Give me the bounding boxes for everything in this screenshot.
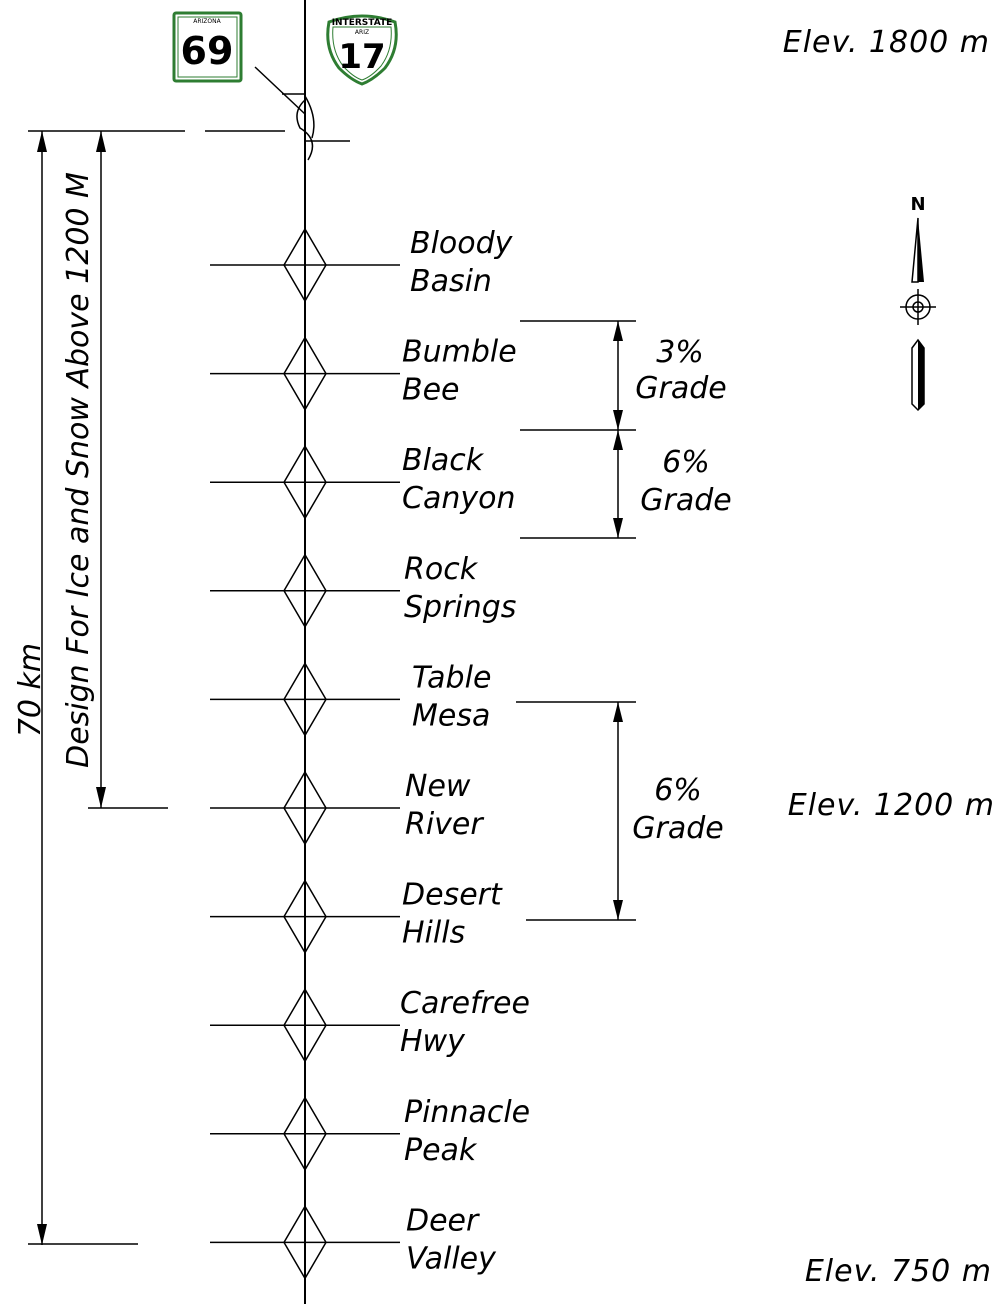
interchange-name-line1: Table bbox=[412, 660, 491, 695]
diamond-interchange-symbol bbox=[283, 879, 327, 955]
diamond-interchange-symbol bbox=[283, 227, 327, 303]
diamond-interchange-symbol bbox=[283, 336, 327, 412]
interchange-name-line1: Desert bbox=[402, 878, 503, 913]
grade-3-word: Grade bbox=[632, 811, 723, 846]
diamond-interchange-symbol bbox=[283, 1096, 327, 1172]
interstate-shield: INTERSTATE ARIZ 17 bbox=[326, 14, 398, 86]
interchange-name-line1: New bbox=[405, 769, 471, 804]
elevation-top: Elev. 1800 m bbox=[783, 25, 990, 60]
diamond-interchange-symbol bbox=[283, 1204, 327, 1280]
interchange-name-line1: Carefree bbox=[400, 986, 530, 1021]
north-arrow: N bbox=[900, 194, 936, 412]
interstate-shield-banner: INTERSTATE bbox=[332, 18, 393, 28]
interchange-name-line1: Bumble bbox=[402, 335, 517, 370]
interchange-name-line2: Springs bbox=[404, 590, 516, 625]
interchange-name-line2: River bbox=[405, 807, 484, 842]
elevation-mid: Elev. 1200 m bbox=[788, 788, 995, 823]
grade-dimension-3pct: 3% Grade bbox=[520, 320, 727, 431]
ice-snow-dimension: Design For Ice and Snow Above 1200 M bbox=[61, 131, 168, 809]
elevation-bottom: Elev. 750 m bbox=[805, 1254, 992, 1289]
interchange-name-line1: Bloody bbox=[410, 226, 514, 261]
interchange-name-line1: Deer bbox=[406, 1203, 480, 1238]
interchange-name-line2: Bee bbox=[402, 373, 460, 408]
north-arrow-label: N bbox=[910, 194, 925, 215]
grade-dimension-6pct-upper: 6% Grade bbox=[520, 430, 732, 539]
interchange-name-line2: Canyon bbox=[402, 481, 515, 516]
grade-2-word: Grade bbox=[640, 483, 731, 518]
interchange-name-line1: Pinnacle bbox=[404, 1095, 530, 1130]
state-shield-number: 69 bbox=[181, 29, 234, 73]
grade-2-percent: 6% bbox=[662, 445, 710, 480]
interchange-name-line1: Rock bbox=[404, 552, 479, 587]
interstate-shield-sub: ARIZ bbox=[355, 29, 369, 36]
grade-dimension-6pct-lower: 6% Grade bbox=[516, 701, 724, 921]
ice-snow-label: Design For Ice and Snow Above 1200 M bbox=[61, 172, 96, 768]
interchange-name-line2: Mesa bbox=[412, 698, 490, 733]
interchange-name-line2: Hills bbox=[402, 916, 465, 951]
interchange-name-line1: Black bbox=[402, 443, 485, 478]
diamond-interchange-symbol bbox=[283, 444, 327, 520]
grade-1-word: Grade bbox=[635, 371, 726, 406]
top-junction bbox=[254, 66, 350, 161]
diamond-interchange-symbol bbox=[283, 987, 327, 1063]
diamond-interchange-symbol bbox=[283, 661, 327, 737]
grade-1-percent: 3% bbox=[656, 335, 704, 370]
interchange-list: BloodyBasinBumbleBeeBlackCanyonRockSprin… bbox=[210, 226, 530, 1280]
grade-3-percent: 6% bbox=[654, 773, 702, 808]
interchange-name-line2: Basin bbox=[410, 264, 492, 299]
diamond-interchange-symbol bbox=[283, 770, 327, 846]
interchange-name-line2: Hwy bbox=[400, 1024, 466, 1059]
state-shield-banner: ARIZONA bbox=[193, 18, 221, 25]
interchange-name-line2: Peak bbox=[404, 1133, 478, 1168]
total-length-label: 70 km bbox=[13, 643, 48, 737]
diamond-interchange-symbol bbox=[283, 553, 327, 629]
total-length-dimension: 70 km bbox=[13, 131, 138, 1245]
state-route-shield: ARIZONA 69 bbox=[172, 11, 243, 83]
interchange-name-line2: Valley bbox=[406, 1241, 497, 1276]
interstate-shield-number: 17 bbox=[338, 37, 385, 77]
